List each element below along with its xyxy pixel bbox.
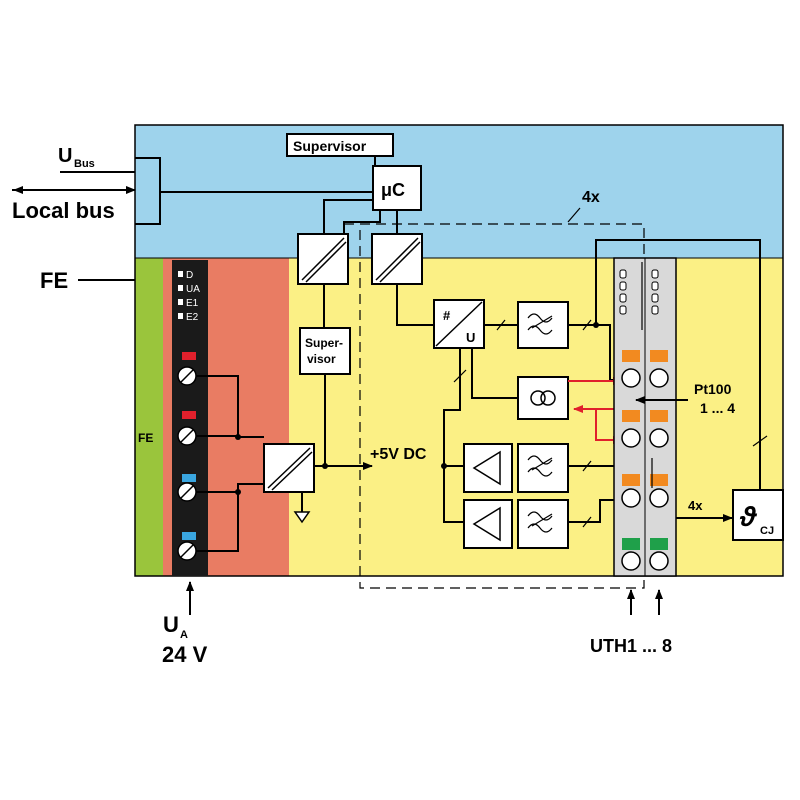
led-ua: UA	[186, 284, 200, 295]
led-d: D	[186, 270, 193, 281]
ua-voltage: 24 V	[162, 642, 208, 667]
supervisor-top-label: Supervisor	[293, 138, 367, 154]
cold-junction-sensor: ϑ CJ	[732, 489, 784, 541]
fe-bar-label: FE	[138, 431, 153, 445]
filter-2	[517, 443, 569, 493]
power-converter	[263, 443, 315, 493]
microcontroller-label: μC	[381, 180, 405, 200]
supervisor-mid-box	[299, 327, 351, 375]
uth-label: UTH1 ... 8	[590, 636, 672, 656]
plus-5v-label: +5V DC	[370, 446, 427, 463]
isolation-converter-right	[371, 233, 423, 285]
u-bus-label: U	[58, 145, 72, 167]
supervisor-mid-line2: visor	[307, 352, 336, 366]
supervisor-top-box	[286, 133, 394, 157]
current-source	[517, 376, 569, 420]
ua-label: U	[163, 612, 179, 637]
adc-u: U	[466, 330, 475, 345]
isolation-converter-left	[297, 233, 349, 285]
amplifier-1	[463, 443, 513, 493]
channel-boundary	[344, 223, 645, 589]
filter-1	[517, 301, 569, 349]
fe-label: FE	[40, 268, 68, 293]
module-outline	[134, 124, 784, 577]
amplifier-2	[463, 499, 513, 549]
supervisor-mid-line1: Super-	[305, 336, 343, 350]
cj-sub: CJ	[760, 525, 774, 537]
io-connector-block	[613, 257, 677, 577]
fe-bar	[135, 258, 163, 576]
led-e2: E2	[186, 312, 199, 323]
microcontroller-box	[372, 165, 422, 211]
pt100-line2: 1 ... 4	[700, 400, 735, 416]
multiplicity-top-label: 4x	[582, 189, 600, 206]
cj-symbol: ϑ	[739, 501, 758, 532]
u-bus-sub: Bus	[74, 158, 95, 170]
pt100-line1: Pt100	[694, 381, 732, 397]
led-e1: E1	[186, 298, 199, 309]
ua-sub: A	[180, 629, 188, 641]
adc-hash: #	[443, 308, 451, 323]
diagnostic-leds: D UA E1 E2	[178, 270, 200, 323]
filter-3	[517, 499, 569, 549]
local-bus-label: Local bus	[12, 198, 115, 223]
adc-box: # U	[433, 299, 485, 349]
power-terminals	[177, 352, 197, 561]
multiplicity-cj-label: 4x	[688, 498, 703, 513]
